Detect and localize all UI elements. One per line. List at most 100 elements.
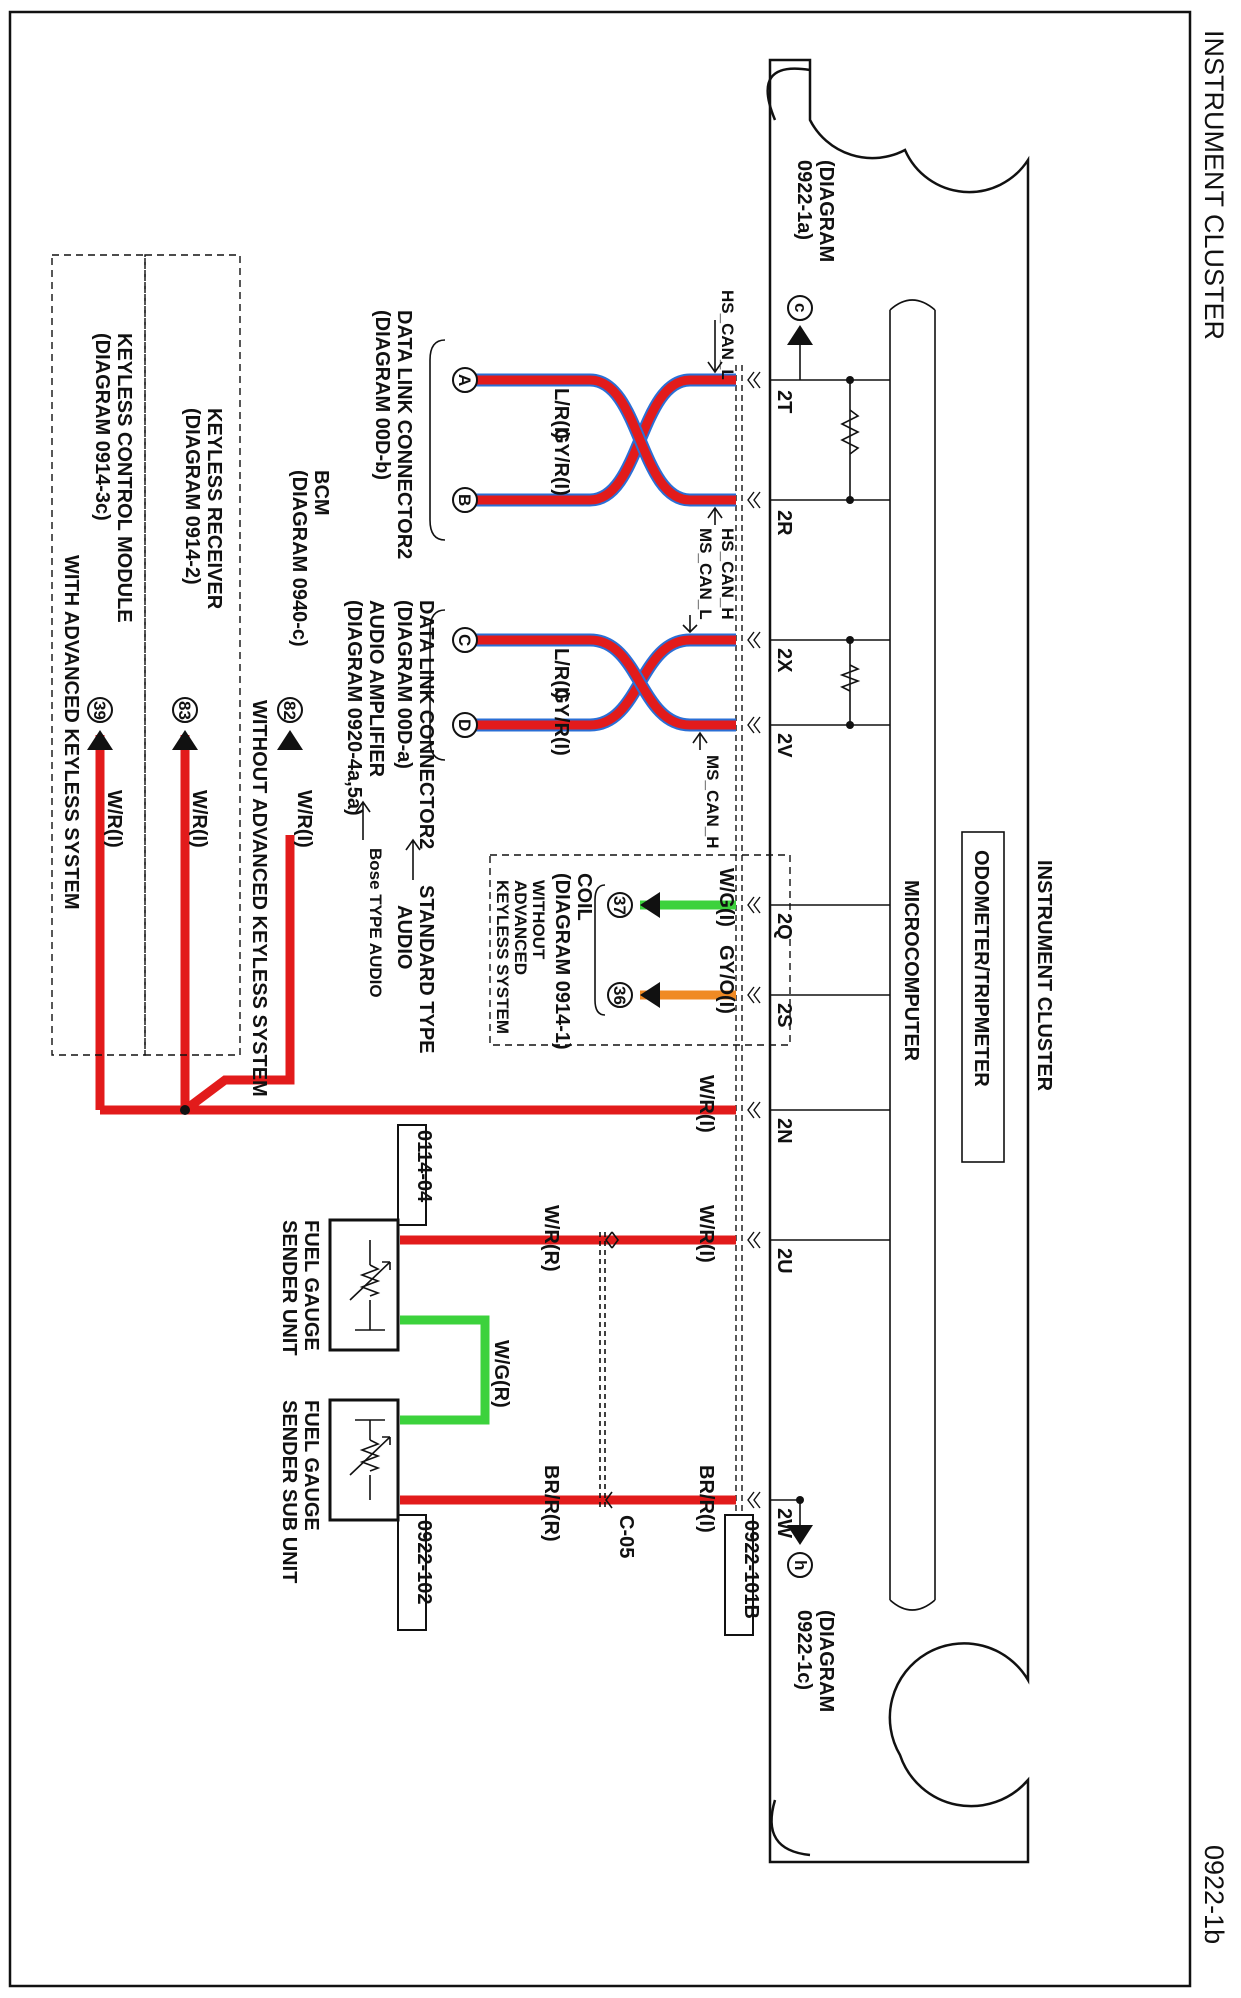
conn-c05: C-05 — [615, 1515, 637, 1558]
coil-line2: (DIAGRAM 0914-1) — [551, 873, 573, 1050]
conn-36: 36 — [610, 986, 629, 1005]
pin-2x: 2X — [773, 648, 795, 673]
bose-label: Bose TYPE AUDIO — [366, 848, 385, 998]
ref-box-0922-102-label: 0922-102 — [413, 1520, 435, 1605]
page-title: INSTRUMENT CLUSTER — [1199, 30, 1229, 340]
hs-can-l-arrow — [707, 320, 723, 374]
std-type-label2: AUDIO — [393, 905, 415, 969]
dlc1-line2: (DIAGRAM 00D-b) — [371, 310, 393, 480]
odometer-label: ODOMETER/TRIPMETER — [970, 850, 992, 1087]
wire-wg-i: W/G(I) — [715, 868, 737, 927]
ref-c-arrow — [787, 325, 813, 345]
without-adv-label: WITHOUT ADVANCED KEYLESS SYSTEM — [248, 700, 270, 1097]
ms-can-l-label: MS_CAN_L — [696, 528, 715, 620]
dlc2-line2: (DIAGRAM 00D-a) — [393, 600, 415, 769]
wire-brr-i: BR/R(I) — [695, 1465, 717, 1533]
hs-can-h-label: HS_CAN_H — [718, 528, 737, 620]
wire-gyo-i: GY/O(I) — [715, 945, 737, 1014]
fuel-sender-sub-line2: SENDER SUB UNIT — [278, 1400, 300, 1583]
pin-2n: 2N — [773, 1118, 795, 1144]
dlc-connectors — [452, 367, 478, 738]
cluster-outline — [768, 58, 1030, 1864]
conn-37-arrow — [640, 892, 660, 918]
fuel-sender-line1: FUEL GAUGE — [300, 1220, 322, 1351]
conn-37-circle — [607, 892, 633, 918]
conn-36-circle — [607, 982, 633, 1008]
wire-wr-39: W/R(I) — [103, 790, 125, 848]
ms-can-h-label: MS_CAN_H — [703, 755, 722, 849]
conn-83: 83 — [175, 701, 194, 720]
coil-line5: KEYLESS SYSTEM — [493, 880, 512, 1034]
conn-c: C — [455, 634, 474, 646]
fuel-sender-sub-line1: FUEL GAUGE — [300, 1400, 322, 1531]
coil-dashed-box — [489, 854, 791, 1046]
dlc2-line1: DATA LINK CONNECTOR2 — [415, 600, 437, 849]
ref-h-symbol: h — [791, 1560, 810, 1570]
coil-line1: COIL — [573, 873, 595, 921]
connector-markers — [735, 365, 761, 1515]
cluster-label: INSTRUMENT CLUSTER — [1033, 860, 1055, 1092]
pin-2r: 2R — [773, 510, 795, 536]
wire-lr-1: L/R(I) — [550, 388, 572, 439]
ref-box-0922-101b-label: 0922-101B — [740, 1520, 762, 1619]
wire-lr-2: L/R(I) — [550, 648, 572, 699]
coil-line4: ADVANCED — [511, 880, 530, 975]
ref-c-line2: 0922-1a) — [793, 160, 815, 240]
conn-36-arrow — [640, 982, 660, 1008]
receiver-line2: (DIAGRAM 0914-2) — [181, 408, 203, 585]
wire-wr-83: W/R(I) — [188, 790, 210, 848]
fuel-sender-resistor-icon — [349, 1240, 391, 1331]
conn-a: A — [455, 374, 474, 386]
dlc2-line3: AUDIO AMPLIFIER — [365, 600, 387, 778]
wire-wg-r: W/G(R) — [490, 1340, 512, 1408]
ref-h-line1: (DIAGRAM — [815, 1610, 837, 1712]
conn-82-arrow — [277, 730, 303, 750]
pin-2u: 2U — [773, 1248, 795, 1274]
pin-2s: 2S — [773, 1003, 795, 1027]
without-adv-dashed-box — [144, 254, 241, 1056]
keyless-wiring — [95, 735, 736, 1115]
std-type-label: STANDARD TYPE — [415, 885, 437, 1054]
odometer-box — [961, 831, 1005, 1163]
conn-83-arrow — [172, 730, 198, 750]
conn-39: 39 — [90, 701, 109, 720]
wire-gyr-1: GY/R(I) — [550, 428, 572, 496]
wire-wr-2n: W/R(I) — [695, 1075, 717, 1133]
pin-2w: 2W — [773, 1508, 795, 1538]
page-frame — [8, 10, 1192, 1988]
fuel-sender-box — [328, 1218, 400, 1352]
ref-h-arrow — [787, 1525, 813, 1545]
conn-82-circle — [277, 697, 303, 723]
ref-h-circle — [787, 1552, 813, 1578]
ms-can-pair — [465, 633, 736, 732]
cluster-boundary-bottom — [770, 1799, 811, 1857]
ref-h-line2: 0922-1c) — [793, 1610, 815, 1690]
bcm-line1: BCM — [310, 470, 332, 516]
pin-2t: 2T — [773, 390, 795, 413]
wire-brr-r: BR/R(R) — [540, 1465, 562, 1542]
wire-wr-2u-i: W/R(I) — [695, 1205, 717, 1263]
ref-box-0922-101b — [724, 1514, 754, 1636]
conn-83-circle — [172, 697, 198, 723]
coil-bracket — [594, 884, 606, 1016]
ref-box-0114-04 — [397, 1124, 427, 1226]
conn-39-arrow — [87, 730, 113, 750]
fuel-sender-sub-resistor-icon — [349, 1419, 391, 1500]
conn-b: B — [455, 494, 474, 506]
receiver-line1: KEYLESS RECEIVER — [203, 408, 225, 610]
coil-line3: WITHOUT — [529, 880, 548, 960]
dlc2-bracket — [429, 609, 446, 761]
microcomputer-label: MICROCOMPUTER — [900, 880, 922, 1062]
ref-c-circle — [787, 295, 813, 321]
fuel-sender-sub-box — [328, 1398, 400, 1522]
wire-wr-2u-r: W/R(R) — [540, 1205, 562, 1272]
kcm-line2: (DIAGRAM 0914-3c) — [91, 333, 113, 521]
ms-can-h-arrow — [692, 731, 708, 750]
pin-2v: 2V — [773, 733, 795, 758]
with-adv-dashed-box — [51, 254, 146, 1056]
ref-c-symbol: c — [791, 303, 810, 312]
conn-82: 82 — [280, 701, 299, 720]
dlc1-line1: DATA LINK CONNECTOR2 — [393, 310, 415, 559]
ms-can-l-arrow — [682, 615, 698, 634]
